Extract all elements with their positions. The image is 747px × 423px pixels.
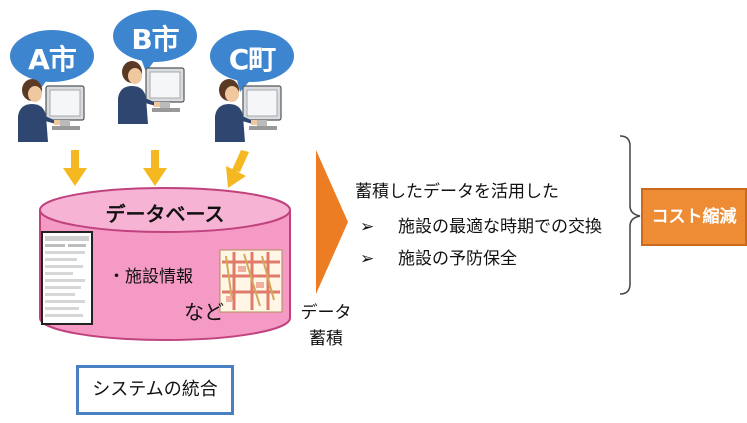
cost-reduction-box: コスト縮減: [641, 188, 747, 246]
right-arrow: [316, 150, 348, 294]
database-item: ・施設情報: [108, 267, 193, 287]
benefit-item: ➢ 施設の最適な時期での交換: [360, 212, 602, 237]
down-arrow-c: [226, 150, 249, 188]
down-arrow-a: [63, 150, 87, 186]
bubble-label-b: B市: [131, 23, 179, 56]
benefits-heading: 蓄積したデータを活用した: [355, 182, 559, 202]
bubble-label-c: C町: [228, 43, 277, 76]
map-thumbnail-icon: [219, 249, 283, 313]
speech-bubble-c: [210, 30, 294, 92]
benefit-item-text: 施設の最適な時期での交換: [398, 217, 602, 237]
benefit-item: ➢ 施設の予防保全: [360, 244, 517, 269]
data-accumulation-line1: データ: [300, 303, 352, 323]
screenshot-thumbnail-icon: [41, 231, 93, 325]
person-at-computer-icon: [18, 79, 85, 142]
right-bracket: [619, 135, 641, 295]
speech-bubble-b: [113, 10, 197, 72]
database-title: データベース: [105, 202, 225, 226]
benefit-item-text: 施設の予防保全: [398, 249, 517, 269]
arrow-bullet-icon: ➢: [360, 249, 375, 269]
arrow-bullet-icon: ➢: [360, 217, 375, 237]
data-accumulation-label: データ 蓄積: [296, 300, 356, 352]
database-etc: など: [184, 300, 224, 324]
data-accumulation-line2: 蓄積: [309, 329, 343, 349]
bubble-label-a: A市: [28, 43, 77, 76]
person-at-computer-icon: [215, 79, 282, 142]
system-integration-box: システムの統合: [76, 365, 234, 415]
down-arrow-b: [143, 150, 167, 186]
person-at-computer-icon: [118, 61, 185, 124]
